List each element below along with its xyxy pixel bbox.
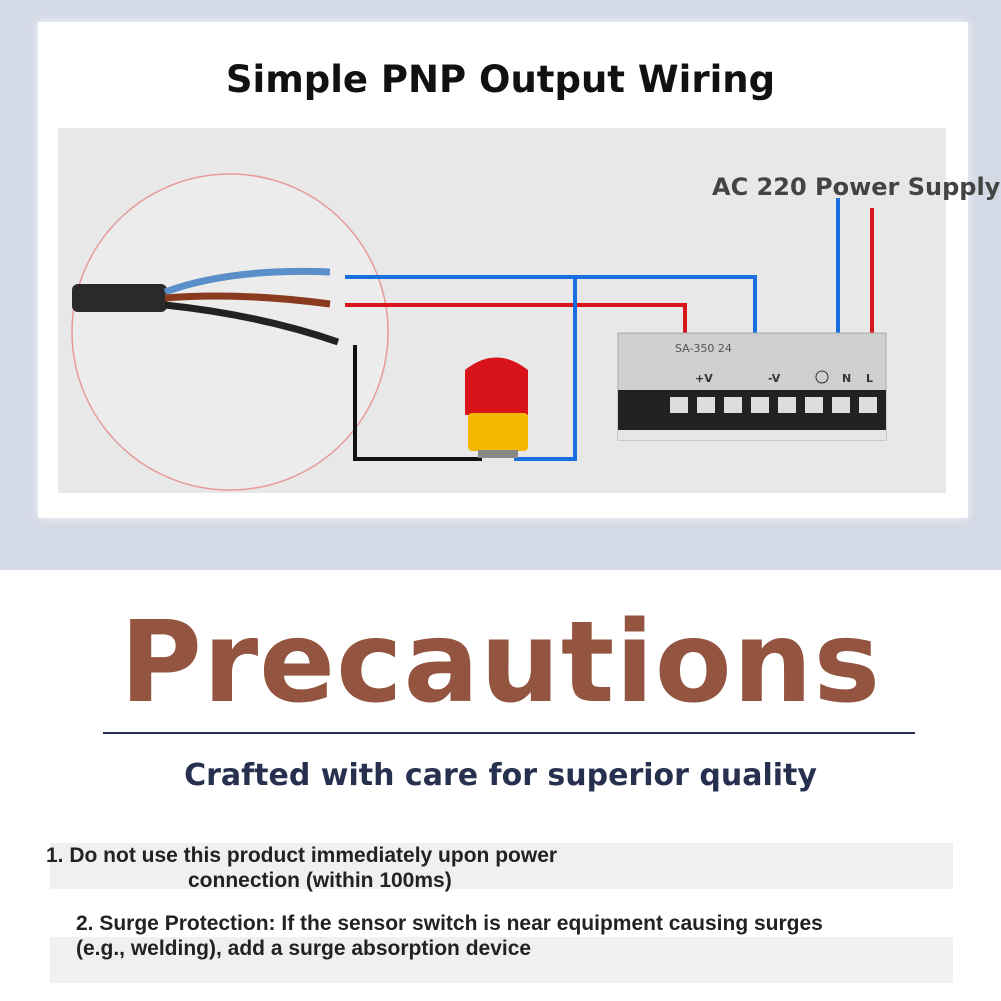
- precaution-2-line2: (e.g., welding), add a surge absorption …: [76, 937, 532, 960]
- terminal-n: N: [842, 372, 851, 385]
- psu-model: SA-350 24: [675, 342, 732, 355]
- wiring-diagram: SA-350 24 +V -V N L: [58, 128, 946, 493]
- precaution-1-line2: connection (within 100ms): [188, 869, 452, 892]
- power-supply-label: AC 220 Power Supply: [712, 173, 1001, 201]
- wire-black-lamp: [353, 345, 482, 461]
- cable-brown-core: [164, 292, 331, 308]
- terminal-l: L: [866, 372, 873, 385]
- terminal-minus-v: -V: [768, 372, 781, 385]
- cable-blue-core: [163, 267, 331, 296]
- terminal-plus-v: +V: [695, 372, 713, 385]
- item-1-band: [50, 843, 953, 889]
- precaution-1-line1: 1. Do not use this product immediately u…: [46, 844, 558, 867]
- warning-lamp: [465, 357, 528, 458]
- sensor-cable: [72, 284, 167, 312]
- diagram-title: Simple PNP Output Wiring: [225, 58, 776, 101]
- precautions-subtitle: Crafted with care for superior quality: [184, 758, 817, 793]
- wire-blue-lamp: [514, 277, 577, 461]
- precaution-2-line1: 2. Surge Protection: If the sensor switc…: [76, 912, 823, 935]
- precautions-heading: Precautions: [119, 598, 882, 728]
- divider: [103, 732, 915, 734]
- power-supply-unit: SA-350 24 +V -V N L: [617, 332, 887, 441]
- item-2-band: [50, 937, 953, 983]
- cable-zoom-circle: [71, 173, 389, 491]
- cable-black-core: [164, 301, 340, 346]
- ground-icon: [815, 370, 829, 384]
- wiring-svg: SA-350 24 +V -V N L: [71, 173, 887, 491]
